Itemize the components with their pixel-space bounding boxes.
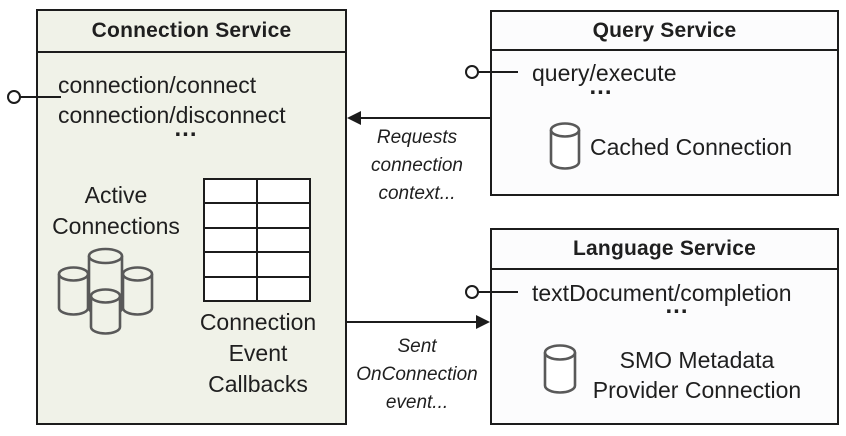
- arrow-label-requests: Requests connection context...: [371, 127, 463, 204]
- cached-connection-label: Cached Connection: [590, 134, 793, 160]
- provided-interface-lollipop-icon: [465, 285, 479, 299]
- method-connection-disconnect: connection/disconnect: [58, 102, 286, 128]
- callback-grid: [203, 178, 311, 302]
- grid-cell: [258, 228, 309, 252]
- connection-service-title: Connection Service: [91, 19, 292, 42]
- arrow-line: [359, 117, 490, 119]
- lollipop-stub-line: [478, 291, 518, 293]
- lollipop-stub-line: [20, 96, 61, 98]
- grid-cell: [205, 277, 256, 300]
- provided-interface-lollipop-icon: [465, 65, 479, 79]
- query-service-box: Query Service query/execute ... Cached C…: [490, 10, 839, 196]
- arrow-line: [347, 321, 478, 323]
- method-textdocument-completion: textDocument/completion: [532, 280, 792, 306]
- arrowhead-right-icon: [476, 315, 490, 329]
- grid-cell: [258, 180, 309, 203]
- grid-cell: [205, 228, 256, 252]
- grid-cell: [205, 253, 256, 276]
- language-service-box: Language Service textDocument/completion…: [490, 228, 839, 425]
- connection-service-header: Connection Service: [38, 11, 345, 53]
- method-connection-connect: connection/connect: [58, 72, 257, 98]
- grid-cell: [205, 204, 256, 227]
- lollipop-stub-line: [478, 71, 518, 73]
- grid-cell: [258, 253, 309, 276]
- database-cluster-icon: [57, 247, 154, 335]
- query-service-header: Query Service: [492, 12, 837, 51]
- callbacks-label: Connection Event Callbacks: [199, 309, 317, 397]
- connection-service-box: Connection Service connection/connect co…: [36, 9, 347, 425]
- arrowhead-left-icon: [347, 111, 361, 125]
- language-ellipsis: ...: [665, 292, 689, 319]
- connection-methods-ellipsis: ...: [174, 115, 198, 142]
- grid-cell: [258, 277, 309, 300]
- language-service-header: Language Service: [492, 230, 837, 270]
- grid-cell: [205, 180, 256, 203]
- connection-methods: connection/connect connection/disconnect: [58, 70, 286, 130]
- provided-interface-lollipop-icon: [7, 90, 21, 104]
- provider-connection-label: SMO Metadata Provider Connection: [592, 347, 802, 403]
- grid-cell: [258, 204, 309, 227]
- database-icon: [543, 344, 577, 394]
- arrow-label-sent: Sent OnConnection event...: [356, 336, 478, 413]
- database-icon: [549, 122, 581, 170]
- method-query-execute: query/execute: [532, 60, 677, 86]
- language-service-title: Language Service: [573, 237, 756, 260]
- query-ellipsis: ...: [589, 73, 613, 100]
- active-connections-label: Active Connections: [52, 182, 180, 239]
- query-service-title: Query Service: [592, 18, 737, 42]
